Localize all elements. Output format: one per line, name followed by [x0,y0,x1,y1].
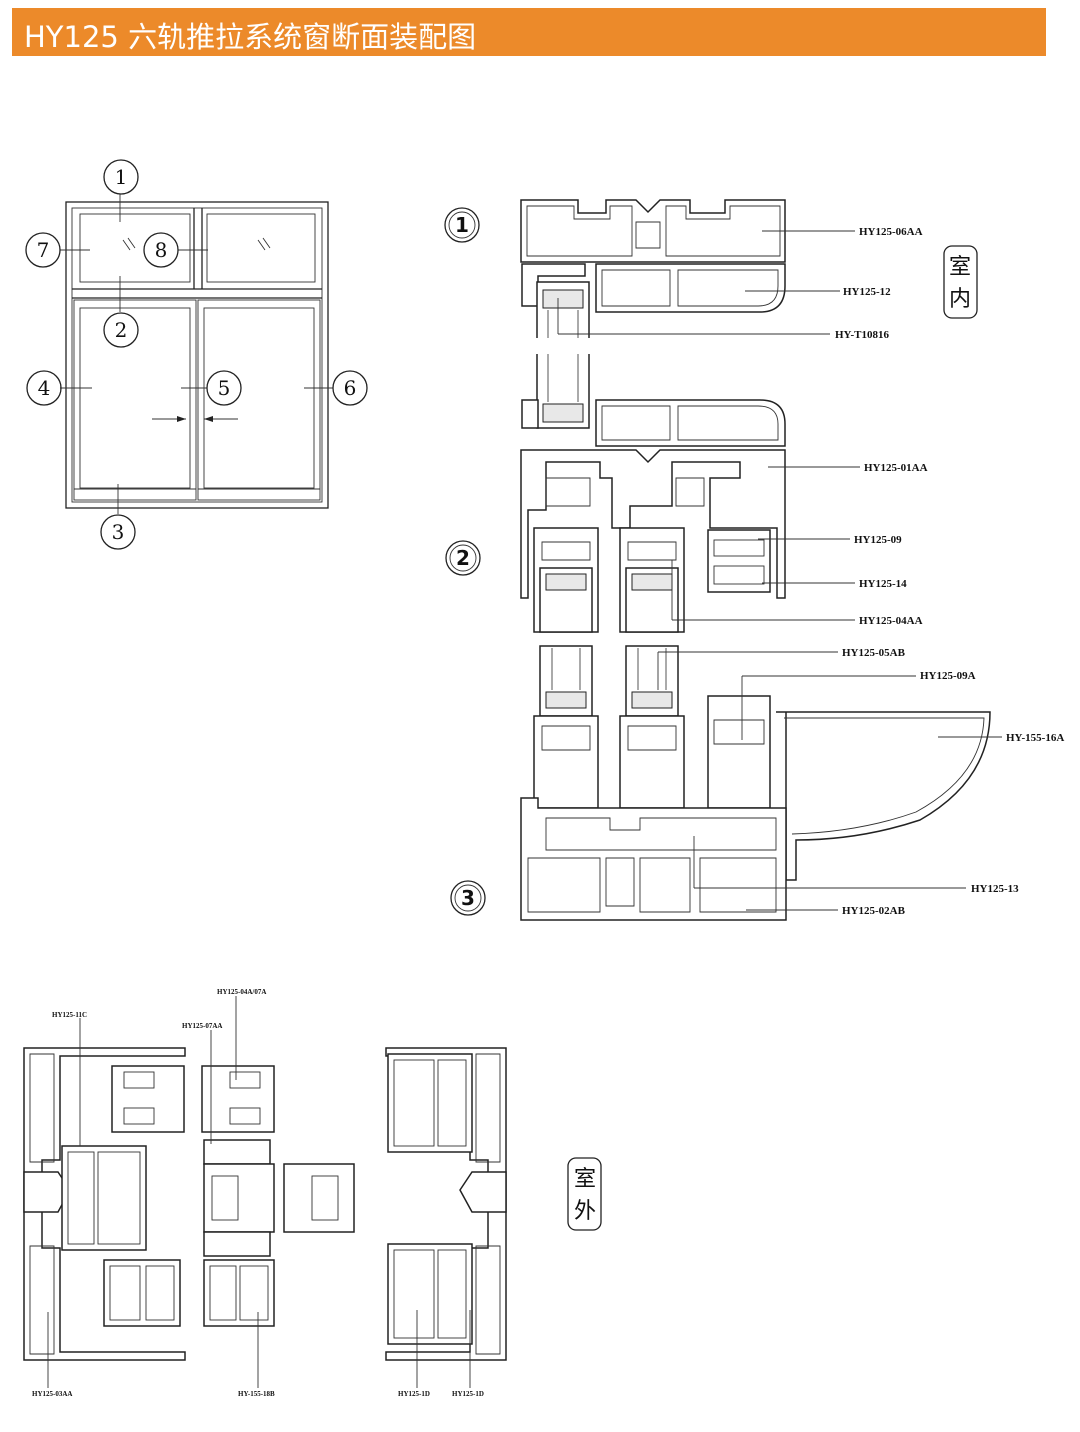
indoor-label-2: 内 [949,287,971,312]
callout-1: 1 [115,165,128,189]
part-label-hy125-05ab: HY125-05AB [842,647,906,659]
title-banner: HY125 六轨推拉系统窗断面装配图 [12,8,1046,56]
callout-8: 8 [155,238,168,262]
plan-label-hy125-03aa: HY125-03AA [32,1390,72,1398]
outdoor-label-2: 外 [574,1199,596,1224]
vertical-section: HY125-06AA HY125-12 HY-T10816 HY125-01AA… [444,199,1064,921]
outdoor-label-1: 室 [574,1167,596,1192]
page-title: HY125 六轨推拉系统窗断面装配图 [24,20,477,54]
part-label-hy125-02ab: HY125-02AB [842,905,906,917]
part-label-hy125-09: HY125-09 [854,534,902,546]
callout-5: 5 [218,376,231,400]
part-label-hy125-14: HY125-14 [859,578,907,590]
indoor-label-1: 室 [949,255,971,280]
part-label-hy-t10816: HY-T10816 [835,329,889,341]
horizontal-section: HY125-11C HY125-04A/07A HY125-07AA HY125… [23,988,602,1398]
part-label-hy125-01aa: HY125-01AA [864,462,928,474]
callout-2: 2 [115,318,128,342]
plan-label-hy125-07aa: HY125-07AA [182,1022,222,1030]
plan-label-hy125-11c: HY125-11C [52,1011,87,1019]
section-marker-1: 1 [455,213,469,237]
plan-label-hy125-04a-07a: HY125-04A/07A [217,988,266,996]
plan-label-hy125-1d-b: HY125-1D [452,1390,484,1398]
part-label-hy125-04aa: HY125-04AA [859,615,923,627]
section-marker-2: 2 [456,546,470,570]
part-label-hy-155-16a: HY-155-16A [1006,732,1064,744]
callout-7: 7 [37,238,50,262]
window-elevation: 1 2 3 4 5 6 7 8 [25,159,368,550]
callout-6: 6 [344,376,357,400]
callout-4: 4 [38,376,51,400]
callout-3: 3 [112,520,125,544]
part-label-hy125-12: HY125-12 [843,286,891,298]
part-label-hy125-09a: HY125-09A [920,670,976,682]
plan-label-hy125-1d-a: HY125-1D [398,1390,430,1398]
plan-label-hy-155-18b: HY-155-18B [238,1390,275,1398]
part-label-hy125-13: HY125-13 [971,883,1019,895]
section-marker-3: 3 [461,886,475,910]
part-label-hy125-06aa: HY125-06AA [859,226,923,238]
